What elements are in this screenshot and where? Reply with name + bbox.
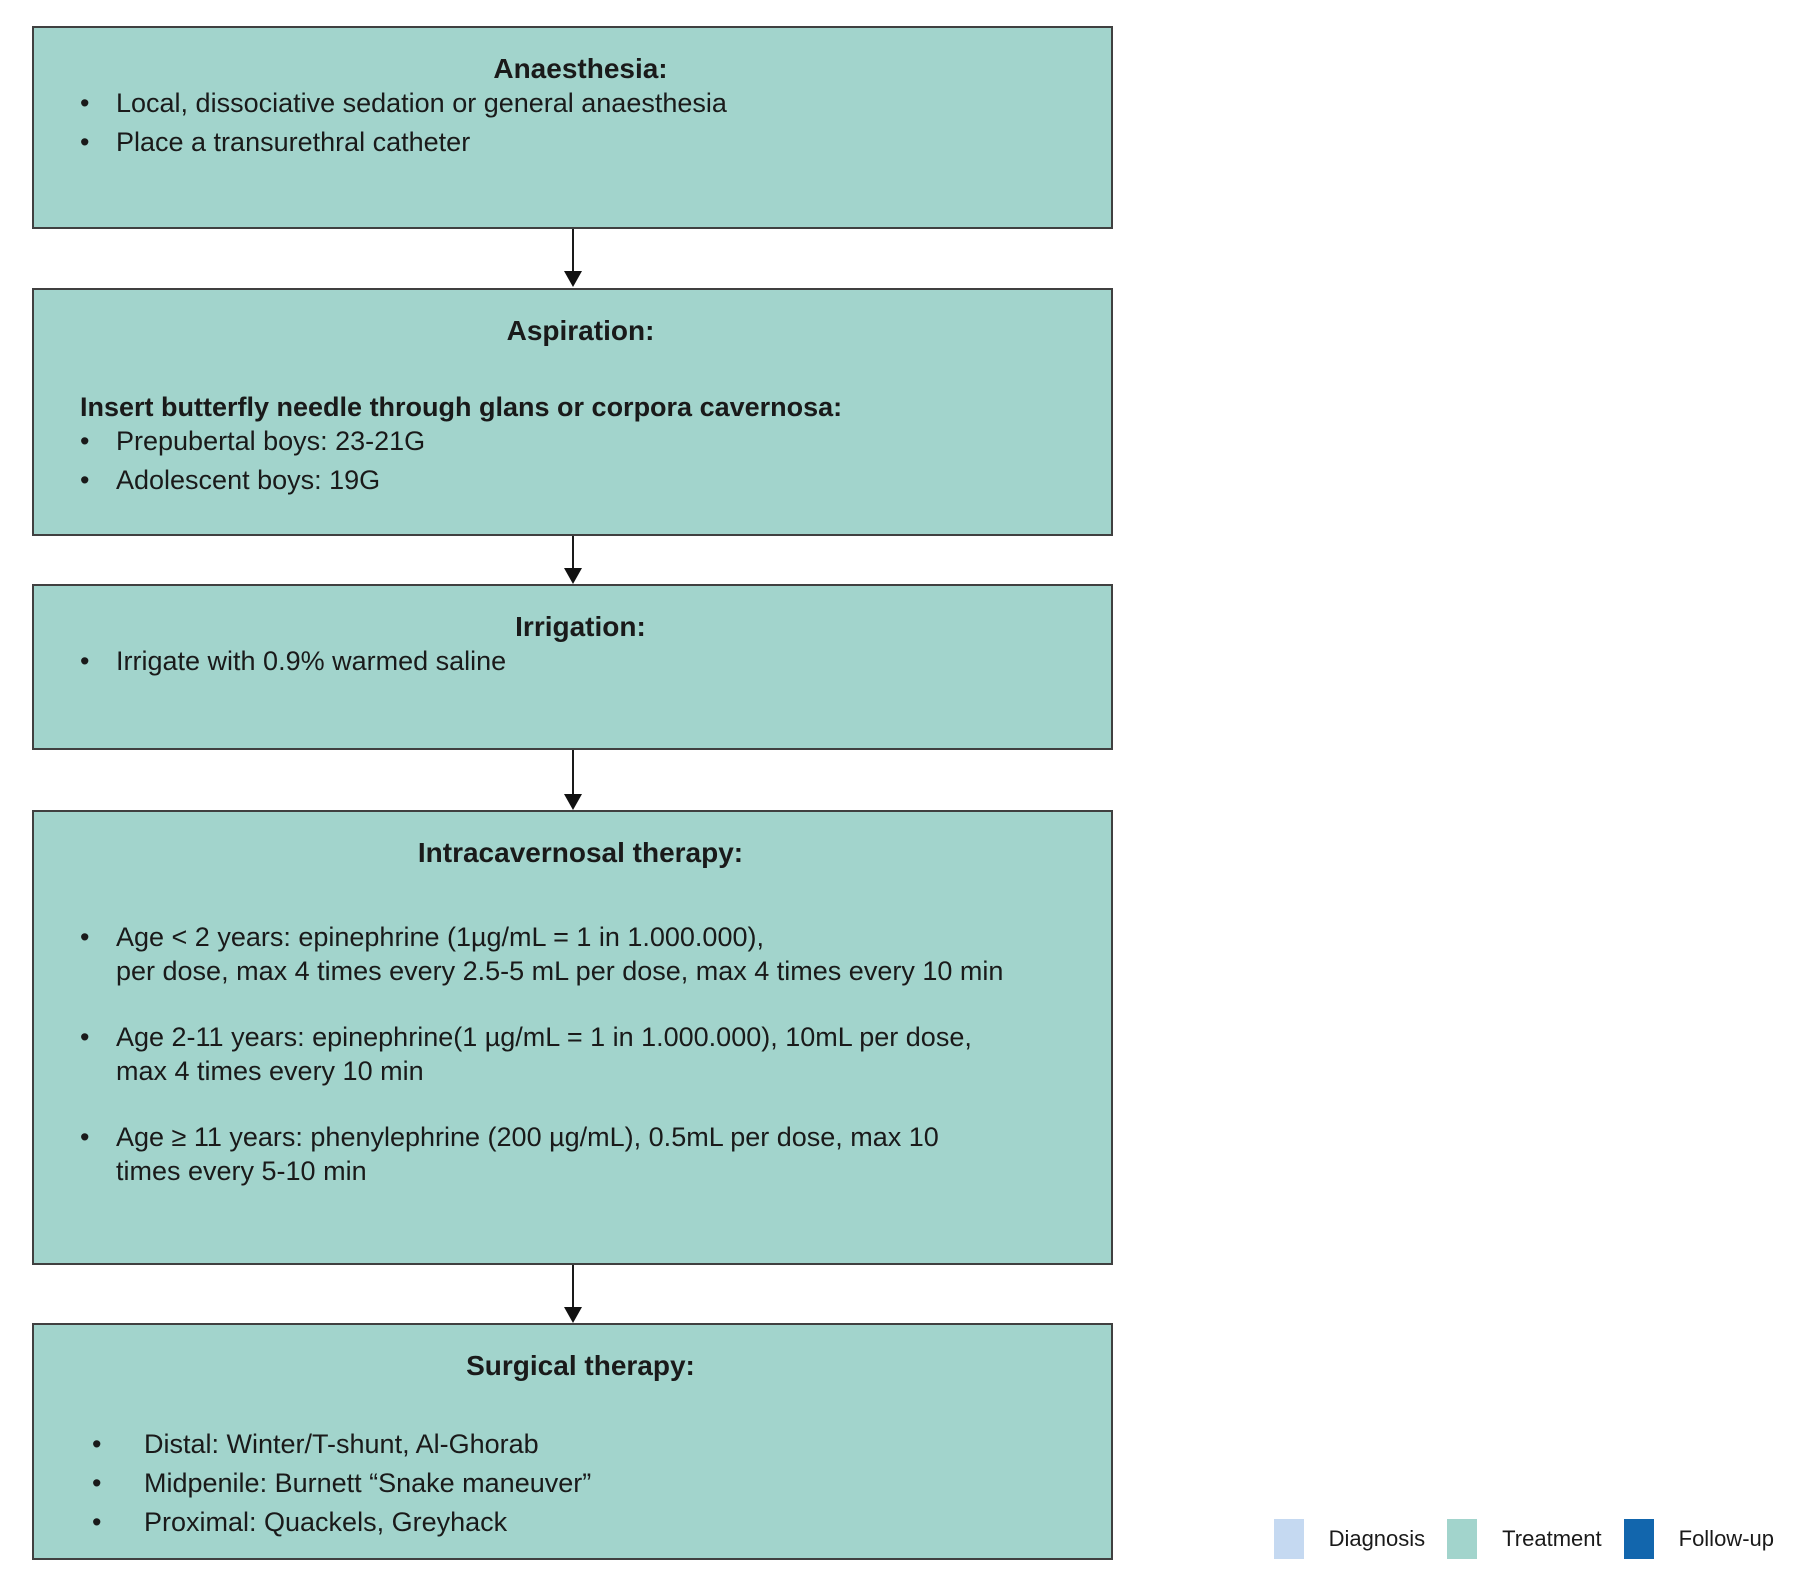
flow-arrow-3 <box>564 750 582 810</box>
bullet-text: Distal: Winter/T-shunt, Al-Ghorab <box>144 1429 539 1459</box>
flow-box-surgical-therapy: Surgical therapy: Distal: Winter/T-shunt… <box>32 1323 1113 1560</box>
legend-label-treatment: Treatment <box>1502 1526 1602 1551</box>
diagnosis-color-swatch <box>1273 1519 1304 1559</box>
bullet-dot <box>80 644 116 678</box>
box-title-surgical-therapy: Surgical therapy: <box>466 1350 695 1381</box>
flow-box-anaesthesia: Anaesthesia: Local, dissociative sedatio… <box>32 26 1113 229</box>
bullet-dot <box>80 424 116 458</box>
box-title-aspiration: Aspiration: <box>506 315 655 346</box>
bullet-dot <box>80 463 116 497</box>
bullet-dot <box>80 1427 144 1461</box>
legend-item-follow-up: Follow-up <box>1623 1519 1774 1559</box>
treatment-color-swatch <box>1447 1519 1478 1559</box>
bullet-dot <box>80 1020 116 1088</box>
flow-box-intracavernosal-therapy: Intracavernosal therapy: Age < 2 years: … <box>32 810 1113 1265</box>
surgical-bullet-list: Distal: Winter/T-shunt, Al-Ghorab Midpen… <box>80 1427 1081 1539</box>
bullet-text: Proximal: Quackels, Greyhack <box>144 1507 508 1537</box>
bullet-text: Age ≥ 11 years: phenylephrine (200 µg/mL… <box>116 1122 939 1186</box>
bullet-item: Adolescent boys: 19G <box>80 463 1081 497</box>
legend-item-diagnosis: Diagnosis <box>1273 1519 1426 1559</box>
box-title-anaesthesia: Anaesthesia: <box>493 53 668 84</box>
flow-box-aspiration: Aspiration: Insert butterfly needle thro… <box>32 288 1113 536</box>
bullet-text: Irrigate with 0.9% warmed saline <box>116 646 507 676</box>
bullet-dot <box>80 86 116 120</box>
aspiration-lead-line: Insert butterfly needle through glans or… <box>80 392 843 422</box>
intracavernosal-bullet-list: Age < 2 years: epinephrine (1µg/mL = 1 i… <box>80 920 1081 1188</box>
bullet-item: Age ≥ 11 years: phenylephrine (200 µg/mL… <box>80 1120 1081 1188</box>
bullet-item: Irrigate with 0.9% warmed saline <box>80 644 1081 678</box>
bullet-dot <box>80 1120 116 1188</box>
box-title-irrigation: Irrigation: <box>515 611 646 642</box>
legend-label-follow-up: Follow-up <box>1678 1526 1774 1551</box>
bullet-text: Age 2-11 years: epinephrine(1 µg/mL = 1 … <box>116 1022 972 1086</box>
legend-label-diagnosis: Diagnosis <box>1328 1526 1426 1551</box>
anaesthesia-bullet-list: Local, dissociative sedation or general … <box>80 86 1081 159</box>
irrigation-bullet-list: Irrigate with 0.9% warmed saline <box>80 644 1081 678</box>
follow-up-color-swatch <box>1623 1519 1654 1559</box>
bullet-text: Local, dissociative sedation or general … <box>116 88 727 118</box>
bullet-item: Place a transurethral catheter <box>80 125 1081 159</box>
bullet-text: Place a transurethral catheter <box>116 127 471 157</box>
box-title-intracavernosal-therapy: Intracavernosal therapy: <box>417 837 744 868</box>
bullet-dot <box>80 1505 144 1539</box>
aspiration-bullet-list: Prepubertal boys: 23-21G Adolescent boys… <box>80 424 1081 497</box>
legend-item-treatment: Treatment <box>1447 1519 1602 1559</box>
bullet-item: Age 2-11 years: epinephrine(1 µg/mL = 1 … <box>80 1020 1081 1088</box>
bullet-dot <box>80 920 116 988</box>
bullet-item: Proximal: Quackels, Greyhack <box>80 1505 1081 1539</box>
bullet-text: Age < 2 years: epinephrine (1µg/mL = 1 i… <box>116 922 1004 986</box>
bullet-text: Prepubertal boys: 23-21G <box>116 426 426 456</box>
bullet-item: Distal: Winter/T-shunt, Al-Ghorab <box>80 1427 1081 1461</box>
legend: Diagnosis Treatment Follow-up <box>1252 1519 1774 1559</box>
flow-arrow-2 <box>564 536 582 584</box>
bullet-item: Age < 2 years: epinephrine (1µg/mL = 1 i… <box>80 920 1081 988</box>
bullet-text: Midpenile: Burnett “Snake maneuver” <box>144 1468 592 1498</box>
bullet-item: Midpenile: Burnett “Snake maneuver” <box>80 1466 1081 1500</box>
bullet-text: Adolescent boys: 19G <box>116 465 381 495</box>
flow-arrow-4 <box>564 1265 582 1323</box>
flow-box-irrigation: Irrigation: Irrigate with 0.9% warmed sa… <box>32 584 1113 750</box>
bullet-item: Local, dissociative sedation or general … <box>80 86 1081 120</box>
bullet-dot <box>80 1466 144 1500</box>
bullet-dot <box>80 125 116 159</box>
flow-arrow-1 <box>564 229 582 287</box>
bullet-item: Prepubertal boys: 23-21G <box>80 424 1081 458</box>
